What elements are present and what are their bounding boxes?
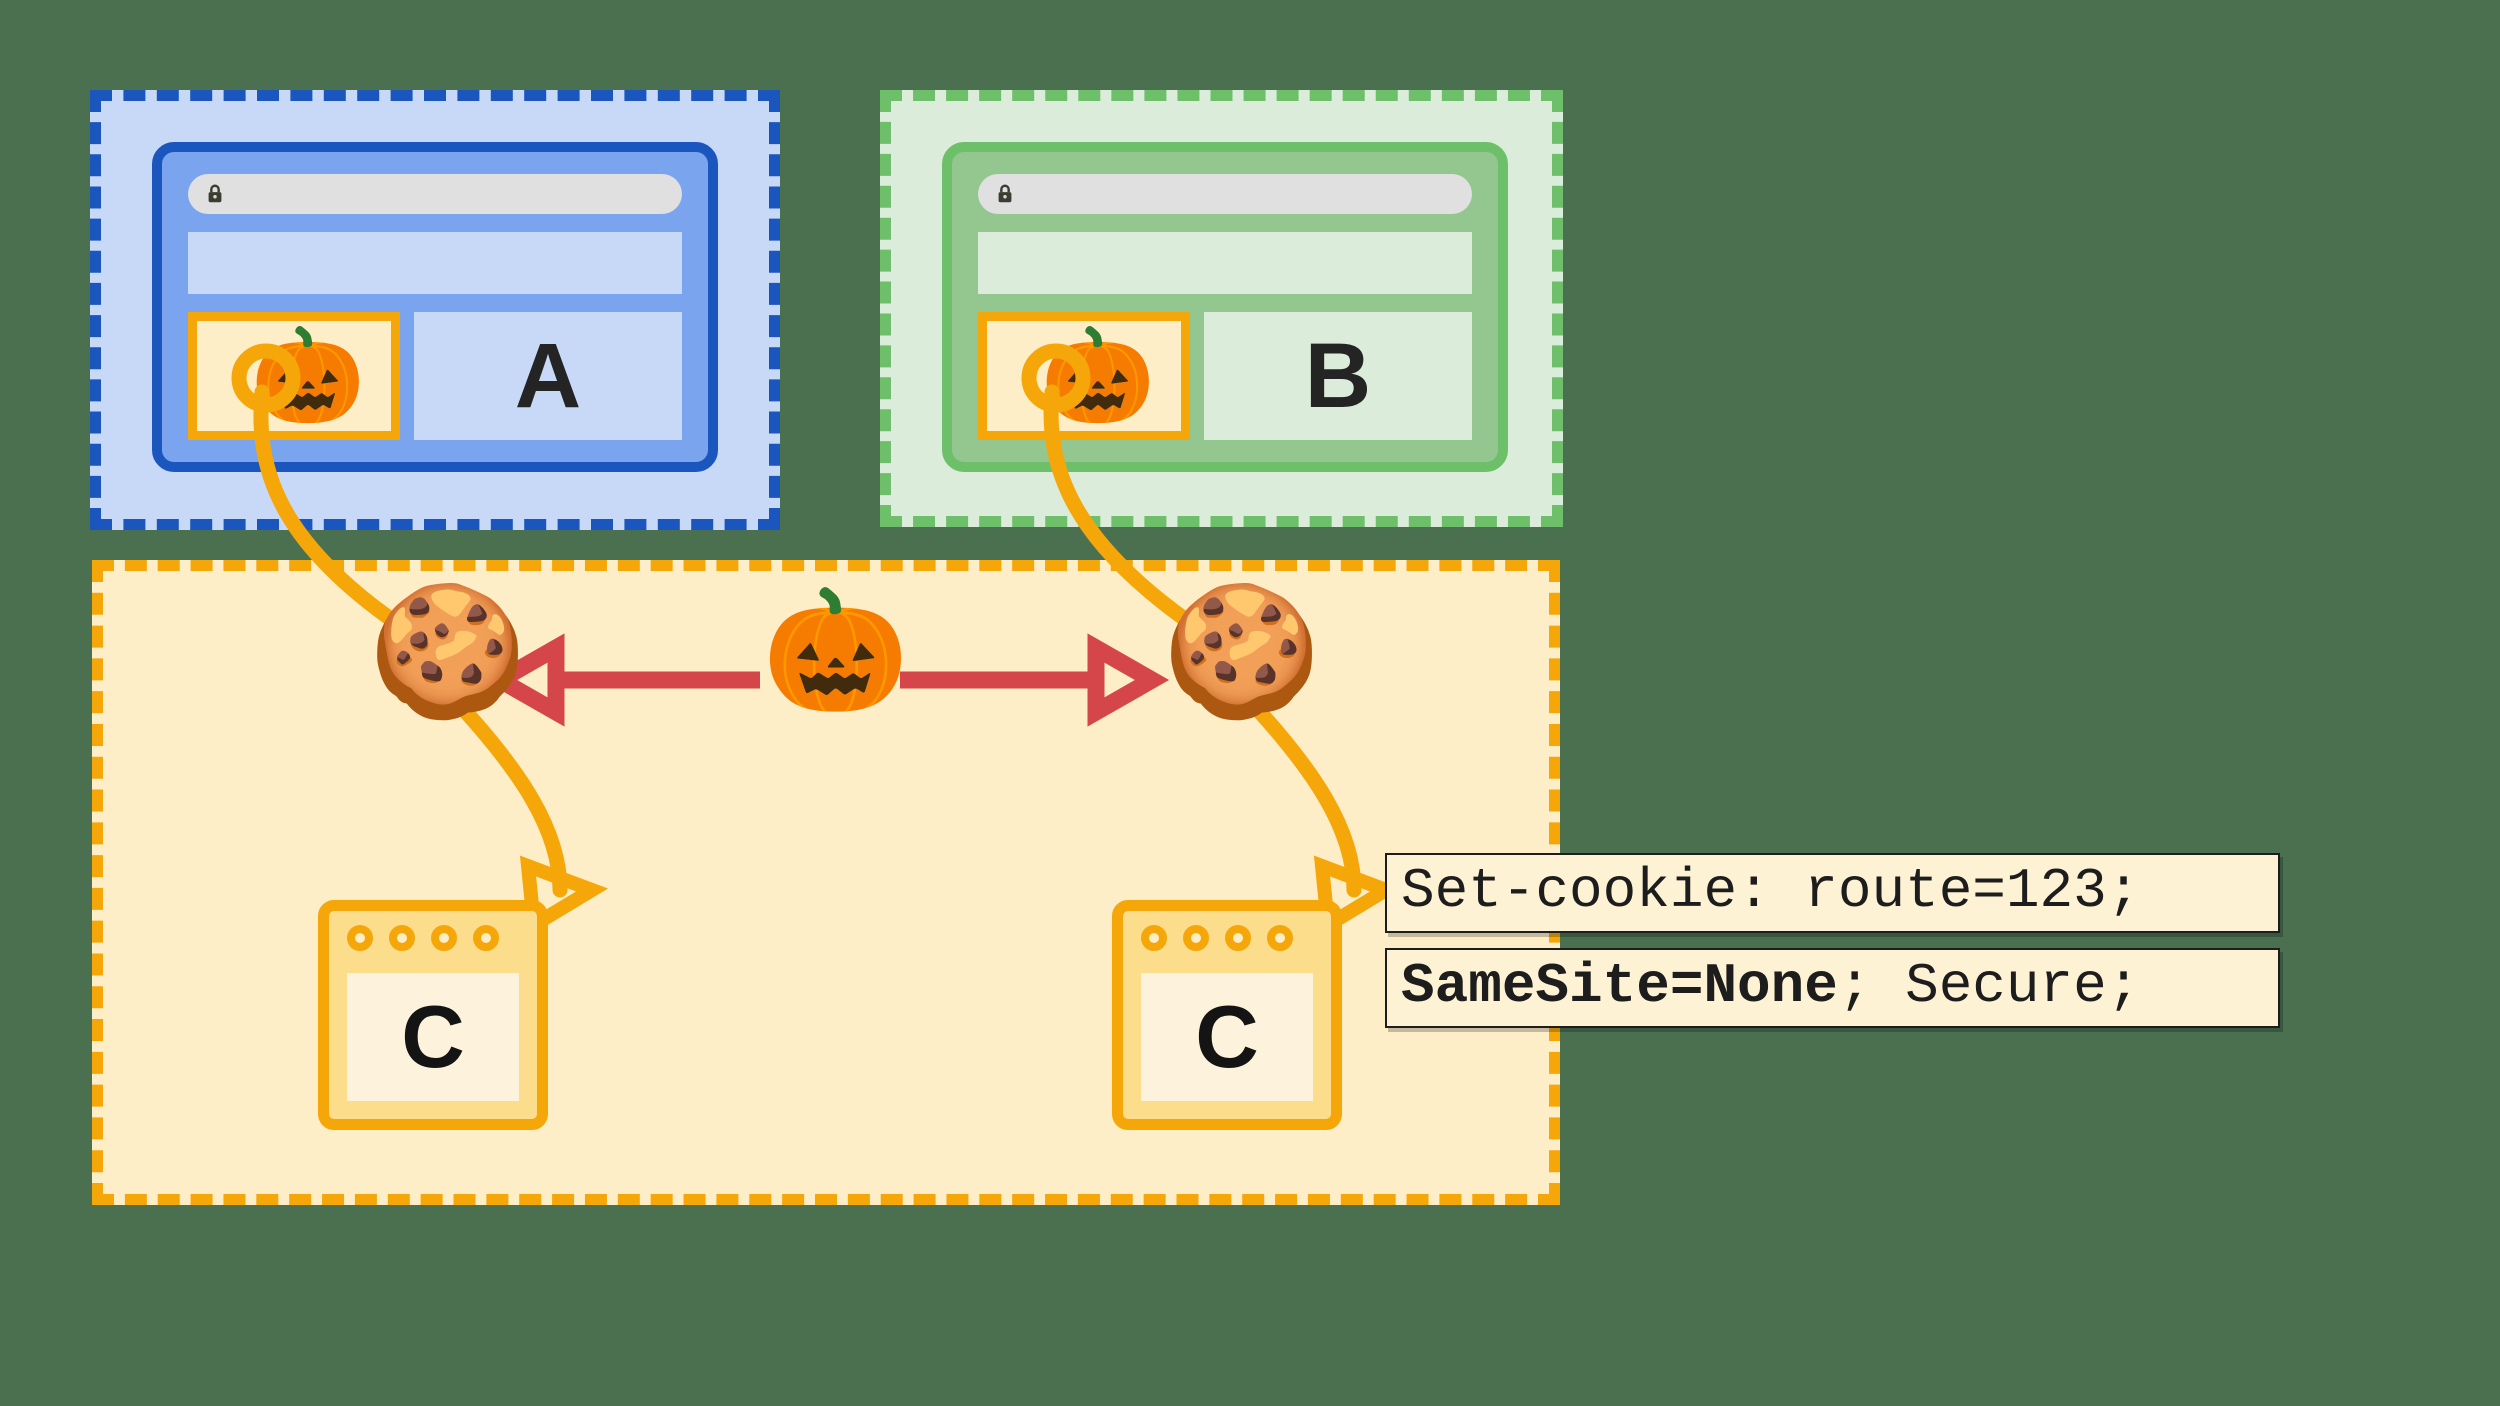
server-screen: C (347, 973, 519, 1101)
page-header-strip-a (188, 232, 682, 294)
cookie-icon: 🍪 (368, 580, 528, 723)
server-dot (473, 925, 499, 951)
server-status-dots (347, 925, 499, 951)
browser-window-a: 🎃 A (152, 142, 718, 472)
server-dot (431, 925, 457, 951)
page-header-strip-b (978, 232, 1472, 294)
server-screen: C (1141, 973, 1313, 1101)
page-content-a: 🎃 A (188, 312, 682, 440)
set-cookie-label-line1: Set-cookie: route=123; (1385, 853, 2280, 933)
server-dot (1267, 925, 1293, 951)
lock-icon (998, 184, 1012, 203)
ad-slot-b: 🎃 (978, 312, 1190, 440)
server-box-c-right: C (1112, 900, 1342, 1130)
server-label: C (1195, 987, 1259, 1086)
cookie-icon: 🍪 (1162, 580, 1322, 723)
secure-directive: ; Secure; (1837, 954, 2141, 1018)
server-dot (389, 925, 415, 951)
server-label: C (401, 987, 465, 1086)
page-body-a: A (414, 312, 682, 440)
address-bar-a[interactable] (188, 174, 682, 214)
pumpkin-icon: 🎃 (762, 585, 909, 717)
server-box-c-left: C (318, 900, 548, 1130)
server-dot (1141, 925, 1167, 951)
server-dot (1225, 925, 1251, 951)
ad-slot-a: 🎃 (188, 312, 400, 440)
lock-icon (208, 184, 222, 203)
server-status-dots (1141, 925, 1293, 951)
pumpkin-icon: 🎃 (250, 325, 366, 427)
browser-window-b: 🎃 B (942, 142, 1508, 472)
server-dot (1183, 925, 1209, 951)
server-dot (347, 925, 373, 951)
page-content-b: 🎃 B (978, 312, 1472, 440)
site-label-a: A (514, 325, 582, 427)
samesite-none-directive: SameSite=None (1401, 954, 1838, 1018)
page-body-b: B (1204, 312, 1472, 440)
address-bar-b[interactable] (978, 174, 1472, 214)
set-cookie-label-line2: SameSite=None; Secure; (1385, 948, 2280, 1028)
pumpkin-icon: 🎃 (1040, 325, 1156, 427)
site-label-b: B (1304, 325, 1372, 427)
